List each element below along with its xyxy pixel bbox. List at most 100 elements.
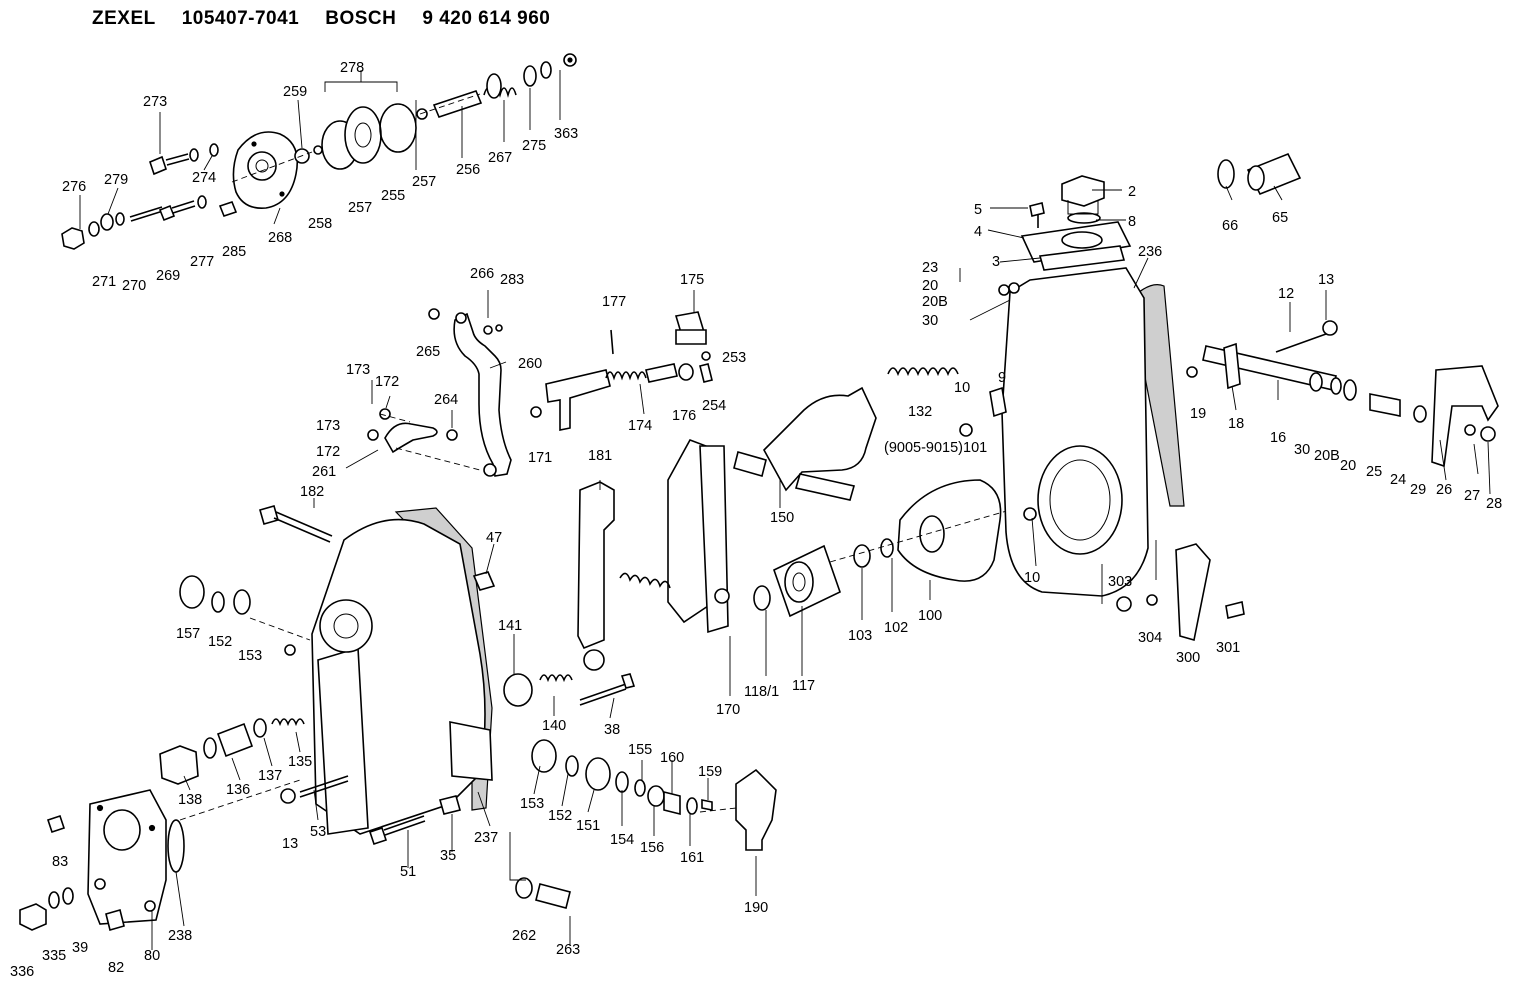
label-255: 255 xyxy=(381,188,405,204)
leader-53 xyxy=(313,789,319,821)
header-brand-zexel: ZEXEL xyxy=(92,8,156,29)
part-238-oring xyxy=(167,819,185,873)
part-cover-pin xyxy=(284,644,296,656)
label-363: 363 xyxy=(554,126,578,142)
part-3-gasket xyxy=(1038,245,1126,271)
leader-lines xyxy=(79,70,1491,950)
label-16: 16 xyxy=(1270,430,1286,446)
label-5: 5 xyxy=(974,202,982,218)
leader-26 xyxy=(1439,439,1447,481)
linkage-axis xyxy=(379,413,481,471)
part-155-ring xyxy=(634,779,646,797)
part-66-washer xyxy=(1217,159,1235,189)
leader-172a xyxy=(385,395,391,409)
part-8-seal xyxy=(1061,231,1103,249)
label-190: 190 xyxy=(744,900,768,916)
part-285-screw xyxy=(218,201,238,217)
label-268: 268 xyxy=(268,230,292,246)
part-176-plunger xyxy=(678,363,694,381)
leader-28 xyxy=(1487,441,1491,495)
part-267-seat xyxy=(486,73,502,99)
part-housing-bore-inner xyxy=(1049,459,1111,541)
part-255-centre xyxy=(354,122,372,148)
label-65: 65 xyxy=(1272,210,1288,226)
part-262-washer xyxy=(515,877,533,899)
part-264-washer xyxy=(446,429,458,441)
label-20Ba: 20B xyxy=(922,294,948,310)
part-160-sleeve xyxy=(663,790,681,816)
part-150-shaft xyxy=(794,473,856,501)
part-117-bore xyxy=(792,572,806,592)
label-66: 66 xyxy=(1222,218,1238,234)
part-25-sleeve xyxy=(1369,393,1401,417)
leader-237 xyxy=(477,791,491,827)
label-25: 25 xyxy=(1366,464,1382,480)
part-266-nut xyxy=(483,325,493,335)
part-269-bolt xyxy=(158,204,176,222)
part-190-lever xyxy=(735,768,777,851)
part-181-lever xyxy=(577,481,615,650)
leader-30a xyxy=(969,299,1011,321)
label-152a: 152 xyxy=(208,634,232,650)
part-154-washer xyxy=(615,771,629,793)
part-10-screw-a xyxy=(959,423,973,437)
governor-housing-left xyxy=(179,505,496,835)
label-171: 171 xyxy=(528,450,552,466)
label-267: 267 xyxy=(488,150,512,166)
label-278: 278 xyxy=(340,60,364,76)
part-20-washer-b xyxy=(1343,379,1357,401)
label-274: 274 xyxy=(192,170,216,186)
part-152-ring-b xyxy=(565,755,579,777)
part-153-clip-a xyxy=(233,589,251,615)
part-26-lever xyxy=(1431,365,1499,468)
part-275-washer xyxy=(523,65,537,87)
governor-housing-right xyxy=(959,175,1185,597)
part-2-plug xyxy=(1061,175,1105,207)
part-83-screw xyxy=(46,814,66,834)
part-153-clip-b xyxy=(531,739,557,773)
label-265: 265 xyxy=(416,344,440,360)
part-118-ring xyxy=(753,585,771,611)
part-268-hole-b xyxy=(279,191,285,197)
part-80-hole-c xyxy=(94,878,106,890)
part-151-bushing xyxy=(585,757,611,791)
stop-lever-assembly xyxy=(530,311,713,431)
part-140-spring xyxy=(539,674,573,683)
part-303-nut xyxy=(1116,596,1132,612)
part-268-hole xyxy=(251,141,257,147)
part-103-bearing xyxy=(853,544,871,568)
label-3: 3 xyxy=(992,254,1000,270)
label-8: 8 xyxy=(1128,214,1136,230)
leader-279 xyxy=(107,187,119,215)
label-285: 285 xyxy=(222,244,246,260)
label-136: 136 xyxy=(226,782,250,798)
part-363-dot xyxy=(567,57,573,63)
part-301-screw xyxy=(1225,601,1245,619)
right-shaft-assembly xyxy=(1186,320,1499,468)
part-8-oring xyxy=(1067,212,1101,224)
leader-274 xyxy=(203,155,213,171)
part-35-screw xyxy=(439,795,461,815)
flyweight-axis xyxy=(829,509,1011,563)
adjust-screw-assembly-left xyxy=(159,718,305,785)
label-258: 258 xyxy=(308,216,332,232)
leader-38 xyxy=(609,697,615,719)
label-283: 283 xyxy=(500,272,524,288)
part-265-screw xyxy=(428,308,440,320)
part-156-seal xyxy=(647,785,665,807)
label-18: 18 xyxy=(1228,416,1244,432)
label-336: 336 xyxy=(10,964,34,980)
label-300: 300 xyxy=(1176,650,1200,666)
label-9: 9 xyxy=(998,370,1006,386)
part-161-washer xyxy=(686,797,698,815)
part-65-face xyxy=(1247,165,1265,191)
label-9005: (9005-9015)101 xyxy=(884,440,987,456)
part-cover-boss xyxy=(319,599,373,653)
part-336-nut xyxy=(19,903,47,931)
label-24: 24 xyxy=(1390,472,1406,488)
label-20b: 20 xyxy=(1340,458,1356,474)
part-5-screw xyxy=(1029,202,1045,217)
leader-174 xyxy=(639,383,645,415)
label-13b: 13 xyxy=(282,836,298,852)
part-300-lever xyxy=(1175,543,1211,642)
